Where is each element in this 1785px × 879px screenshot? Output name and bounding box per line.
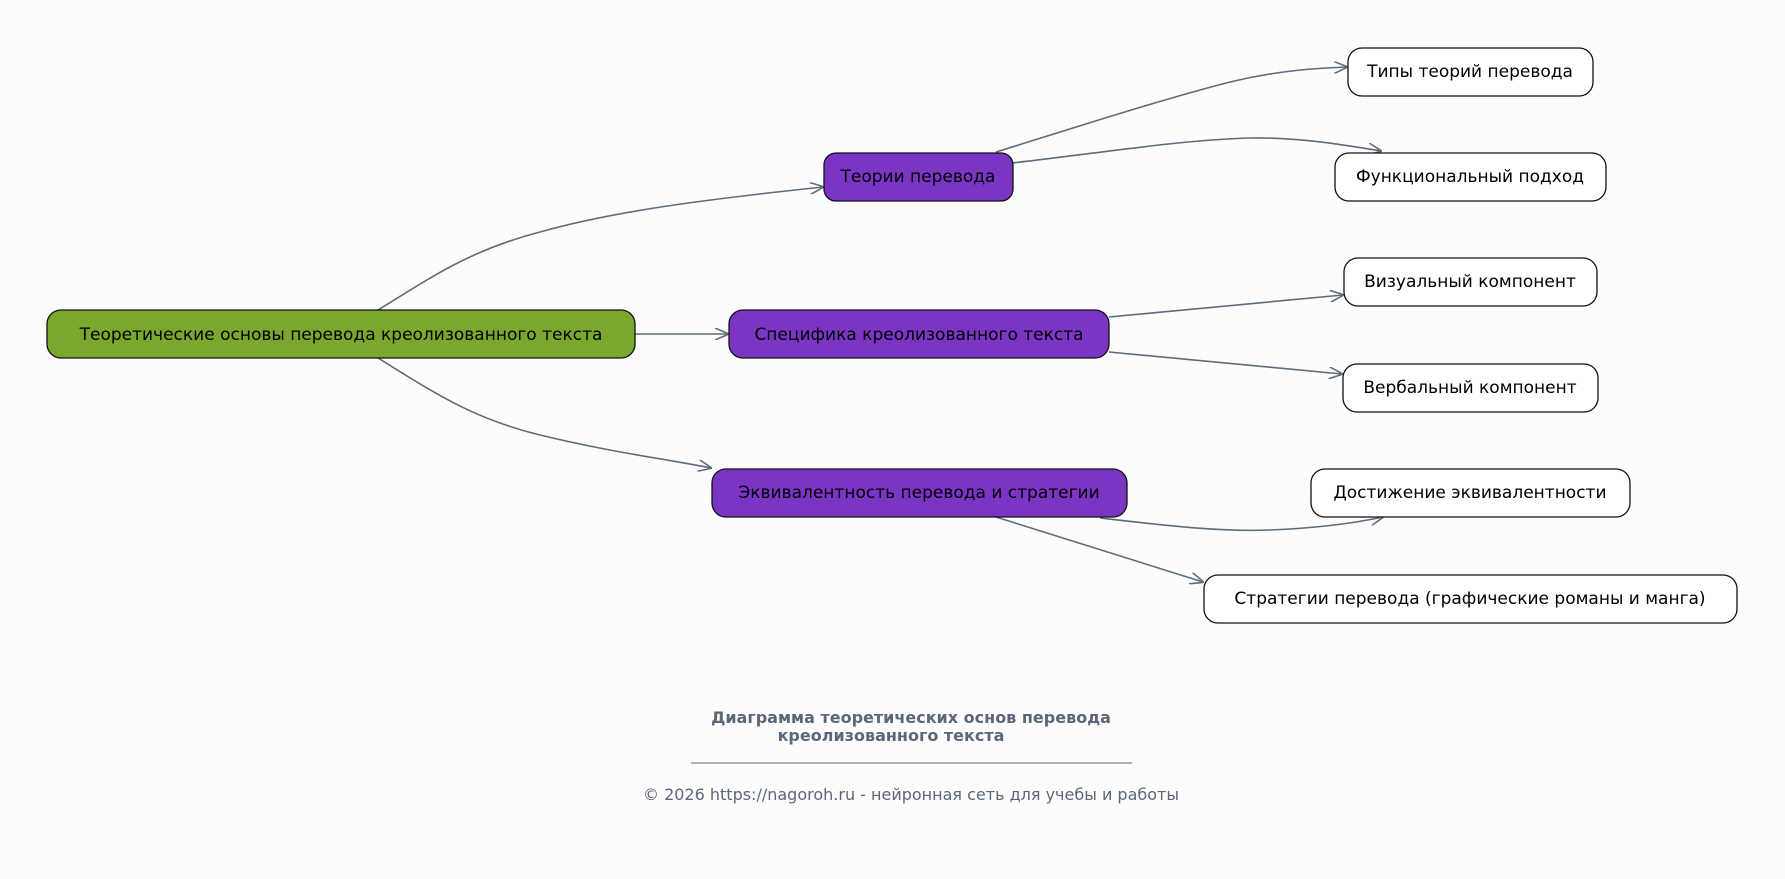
edge-specifics-to-verbal <box>1108 351 1342 374</box>
edge-specifics-to-visual <box>1108 295 1343 318</box>
leaf-node-achieving-equivalence[interactable]: Достижение эквивалентности <box>1310 468 1631 518</box>
edge-theories-to-types <box>995 67 1347 153</box>
branch-node-specifics[interactable]: Специфика креолизованного текста <box>728 309 1110 359</box>
leaf-node-translation-theory-types[interactable]: Типы теорий перевода <box>1347 47 1594 97</box>
branch-node-theories[interactable]: Теории перевода <box>823 152 1014 202</box>
leaf-node-translation-strategies[interactable]: Стратегии перевода (графические романы и… <box>1203 574 1738 624</box>
leaf-node-visual-component-label: Визуальный компонент <box>1364 272 1576 292</box>
leaf-node-verbal-component-label: Вербальный компонент <box>1363 378 1576 398</box>
leaf-node-translation-theory-types-label: Типы теорий перевода <box>1366 62 1573 82</box>
caption-line-2: креолизованного текста <box>778 726 1005 745</box>
branch-node-theories-label: Теории перевода <box>840 167 996 187</box>
edge-equivalence-to-achievement <box>1099 517 1383 532</box>
root-node[interactable]: Теоретические основы перевода креолизова… <box>46 309 636 359</box>
leaf-node-functional-approach[interactable]: Функциональный подход <box>1334 152 1607 202</box>
footer-copyright: © 2026 https://nagoroh.ru - нейронная се… <box>643 785 1179 804</box>
leaf-node-translation-strategies-label: Стратегии перевода (графические романы и… <box>1234 589 1705 609</box>
caption-line-1: Диаграмма теоретических основ перевода <box>711 708 1111 727</box>
edge-root-to-theories <box>377 187 823 311</box>
leaf-node-verbal-component[interactable]: Вербальный компонент <box>1342 363 1599 413</box>
branch-node-equivalence[interactable]: Эквивалентность перевода и стратегии <box>711 468 1128 518</box>
edge-root-to-equivalence <box>377 357 711 468</box>
edge-equivalence-to-strategies <box>995 516 1203 582</box>
leaf-node-visual-component[interactable]: Визуальный компонент <box>1343 257 1598 307</box>
diagram-caption: Диаграмма теоретических основ перевода к… <box>691 708 1132 764</box>
edge-theories-to-functional <box>1011 137 1381 164</box>
edges <box>377 67 1383 582</box>
leaf-node-functional-approach-label: Функциональный подход <box>1356 167 1584 187</box>
root-node-label: Теоретические основы перевода креолизова… <box>79 325 603 345</box>
leaf-node-achieving-equivalence-label: Достижение эквивалентности <box>1333 483 1606 503</box>
branch-node-specifics-label: Специфика креолизованного текста <box>754 325 1083 345</box>
branch-node-equivalence-label: Эквивалентность перевода и стратегии <box>738 483 1099 503</box>
